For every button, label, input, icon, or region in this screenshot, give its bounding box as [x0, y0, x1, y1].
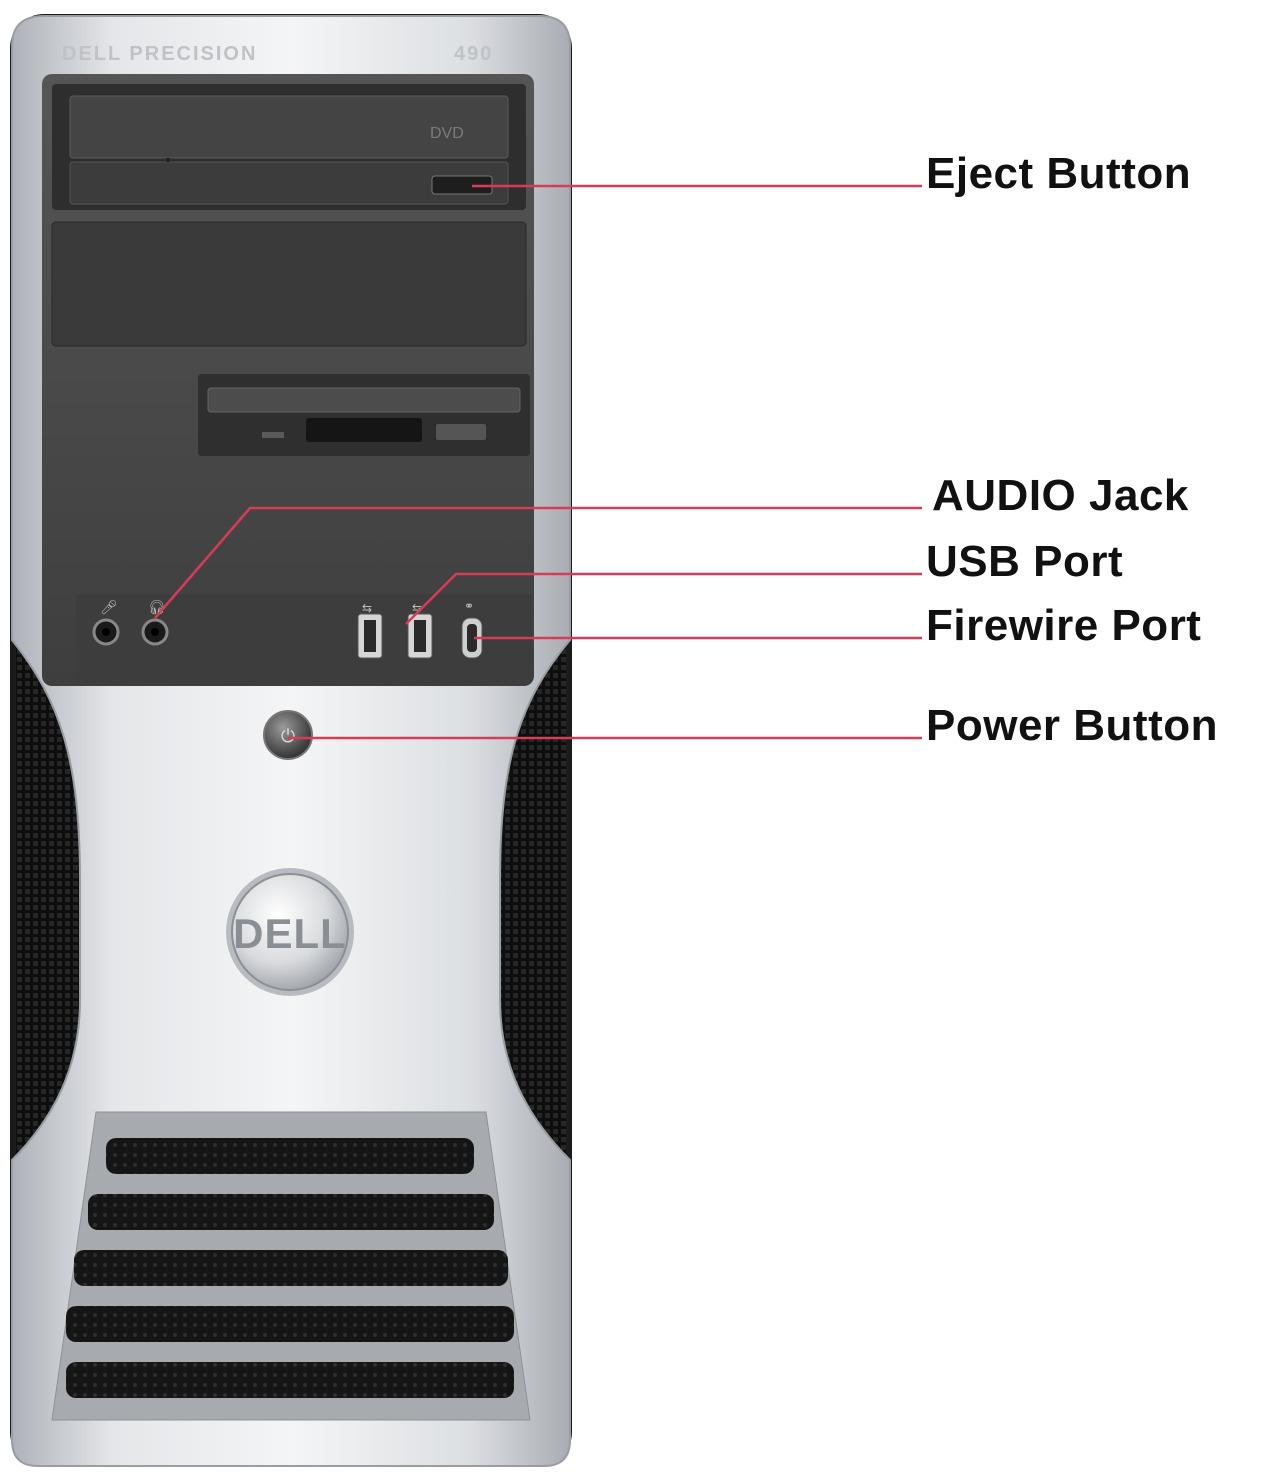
leader-line-usb — [405, 572, 922, 625]
usb-ports: ⇆ ⇆ — [357, 601, 433, 659]
callout-eject-button: Eject Button — [926, 149, 1192, 198]
power-button-group: ⏻ — [263, 710, 313, 760]
optical-drive-top: DVD — [52, 84, 526, 210]
vent-slot — [66, 1306, 514, 1342]
audio-jacks: 🎤︎ 🎧︎ — [92, 600, 169, 646]
vent-slot — [66, 1362, 514, 1398]
microphone-icon: 🎤︎ — [100, 600, 118, 616]
model-number: 490 — [454, 43, 493, 65]
callout-firewire-port: Firewire Port — [926, 601, 1202, 650]
callout-usb-port: USB Port — [926, 537, 1124, 586]
vent-slot — [106, 1138, 474, 1174]
computer-tower: DELL PRECISION 490 DVD 🎤︎ 🎧︎ — [10, 14, 572, 1467]
callout-power-button: Power Button — [926, 701, 1218, 750]
callout-audio-jack: AUDIO Jack — [932, 471, 1189, 520]
drive-bay-blank — [51, 221, 527, 347]
usb-icon: ⇆ — [412, 601, 422, 615]
dell-circle-logo: DELL — [226, 868, 354, 996]
svg-text:DVD: DVD — [430, 125, 464, 142]
logo-text: DELL — [233, 910, 347, 957]
usb-icon: ⇆ — [362, 601, 372, 615]
brand-strip: DELL PRECISION — [62, 43, 257, 65]
leader-lines — [154, 184, 922, 740]
front-vent-grille — [51, 1111, 531, 1421]
vent-slot — [88, 1194, 494, 1230]
firewire-icon: ⚭ — [464, 599, 474, 613]
floppy-drive — [198, 374, 530, 456]
power-button[interactable] — [263, 710, 313, 760]
vent-slot — [74, 1250, 508, 1286]
power-icon: ⏻ — [281, 726, 295, 747]
leader-line-audio — [154, 506, 922, 619]
